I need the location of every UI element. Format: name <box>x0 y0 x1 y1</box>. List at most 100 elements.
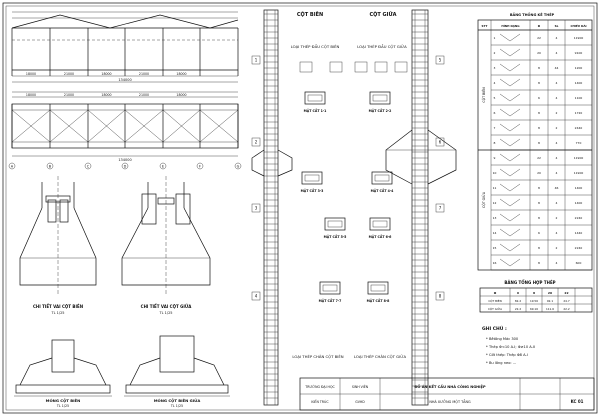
section-title: MẶT CẮT 4-4 <box>371 188 395 193</box>
edge-top-label: LOẠI THÉP ĐẦU CỘT BIÊN <box>291 44 340 49</box>
cell-diameter: 8 <box>538 111 540 115</box>
edge-foundation-scale: TL 1/25 <box>56 404 69 408</box>
axis-label: A <box>11 164 14 168</box>
cell-diameter: 8 <box>538 141 540 145</box>
section-mark-box <box>435 291 445 301</box>
section-title: MẶT CẮT 7-7 <box>319 298 342 303</box>
cell-quantity: 4 <box>556 141 558 145</box>
cell-stt: 4 <box>494 81 496 85</box>
title-block: TRƯỜNG ĐẠI HỌC KIẾN TRÚC SINH VIÊN GVHD … <box>299 377 595 411</box>
cell-stt: 12 <box>493 201 497 205</box>
axis-bubble <box>196 162 204 170</box>
plan-brace <box>199 109 239 143</box>
cell-stt: 6 <box>494 111 496 115</box>
steel-header: CHIỀU DÀI <box>570 23 586 28</box>
rebar-sketch <box>329 61 343 73</box>
rebar-shape <box>499 138 521 147</box>
section-mark-box <box>251 291 261 301</box>
summary-cell: 82.2 <box>515 299 521 303</box>
cell-stt: 15 <box>493 246 497 250</box>
section-rebar <box>327 220 343 228</box>
mid-corbel-scale: TL 1/25 <box>158 311 172 315</box>
mid-corbel-title: CHI TIẾT VAI CỘT GIỮA <box>141 303 193 309</box>
cell-quantity: 4 <box>556 51 558 55</box>
steel-header: HÌNH DẠNG <box>501 23 520 28</box>
cell-quantity: 2 <box>556 111 558 115</box>
tb-sheet-title: NHÀ XƯỞNG MỘT TẦNG <box>429 399 471 404</box>
cell-quantity: 2 <box>556 126 558 130</box>
section-mark-box <box>251 137 261 147</box>
summary-table-title: BẢNG TỔNG HỢP THÉP <box>504 280 555 285</box>
steel-header: SL <box>555 24 559 28</box>
section-outline <box>304 91 326 105</box>
section-title: MẶT CẮT 3-3 <box>301 188 324 193</box>
cell-quantity: 2 <box>556 246 558 250</box>
mid-column-title: CỘT GIỮA <box>369 11 396 18</box>
elevation-total-dim: 134000 <box>118 78 131 82</box>
cell-diameter: 20 <box>537 171 541 175</box>
cell-length: 2240 <box>575 246 583 250</box>
rebar-shape <box>499 228 521 237</box>
edge-foundation-detail: MÓNG CỘT BIÊN TL 1/25 <box>14 339 112 408</box>
section-mark-box <box>251 55 261 65</box>
plan-brace <box>49 109 89 143</box>
rebar-shape <box>499 183 521 192</box>
section-mark: 7 <box>439 206 442 211</box>
cell-diameter: 6 <box>538 96 540 100</box>
cell-diameter: 6 <box>538 231 540 235</box>
cell-length: 770 <box>576 141 582 145</box>
section-outline <box>369 217 391 231</box>
summary-cell: 69.16 <box>530 307 538 311</box>
summary-cell: 92.1 <box>547 299 553 303</box>
cell-stt: 11 <box>493 186 497 190</box>
section-mark-box <box>251 203 261 213</box>
rebar-shape <box>499 63 521 72</box>
section-title: MẶT CẮT 5-5 <box>324 234 347 239</box>
section-outline <box>301 171 323 185</box>
note-item: * Cốt thép: Thép Φ8 A-I <box>486 353 528 357</box>
cell-quantity: 4 <box>556 201 558 205</box>
mid-corbel-detail: CHI TIẾT VAI CỘT GIỮA TL 1/25 <box>121 176 211 315</box>
axis-bubble <box>8 162 16 170</box>
section-mark-box <box>435 203 445 213</box>
axis-bubble <box>159 162 167 170</box>
cell-diameter: 8 <box>538 186 540 190</box>
section-rebar <box>372 94 388 102</box>
cell-stt: 9 <box>494 156 496 160</box>
rebar-shape <box>499 243 521 252</box>
tb-faculty: KIẾN TRÚC <box>311 398 329 404</box>
axis-bubble <box>46 162 54 170</box>
rebar-shape <box>499 258 521 267</box>
section-mark: 1 <box>255 58 258 63</box>
cell-diameter: 8 <box>538 81 540 85</box>
cell-length: 600 <box>576 261 582 265</box>
summary-cell: 111.6 <box>546 307 554 311</box>
elevation-span-dim: 21000 <box>64 72 74 76</box>
steel-header: STT <box>482 24 488 28</box>
cell-length: 1400 <box>575 81 583 85</box>
cell-stt: 1 <box>494 36 496 40</box>
axis-bubble <box>84 162 92 170</box>
rebar-shape <box>499 48 521 57</box>
cell-diameter: 8 <box>538 246 540 250</box>
edge-base-label: LOẠI THÉP CHÂN CỘT BIÊN <box>292 354 343 359</box>
rebar-shape <box>499 153 521 162</box>
summary-cell: 19.56 <box>530 299 538 303</box>
section-title: MẶT CẮT 6-6 <box>369 234 393 239</box>
tb-school: TRƯỜNG ĐẠI HỌC <box>304 384 335 389</box>
cell-diameter: 20 <box>537 51 541 55</box>
plan-total-dim: 134000 <box>118 158 131 162</box>
rebar-sketch <box>374 61 388 73</box>
section-title: MẶT CẮT 8-8 <box>367 298 391 303</box>
group-mid-label: CỘT GIỮA <box>481 191 486 208</box>
steel-table-title: BẢNG THỐNG KÊ THÉP <box>510 12 555 17</box>
cell-length: 1440 <box>575 231 583 235</box>
cell-stt: 16 <box>493 261 497 265</box>
cell-quantity: 4 <box>556 171 558 175</box>
axis-label: E <box>162 164 164 168</box>
